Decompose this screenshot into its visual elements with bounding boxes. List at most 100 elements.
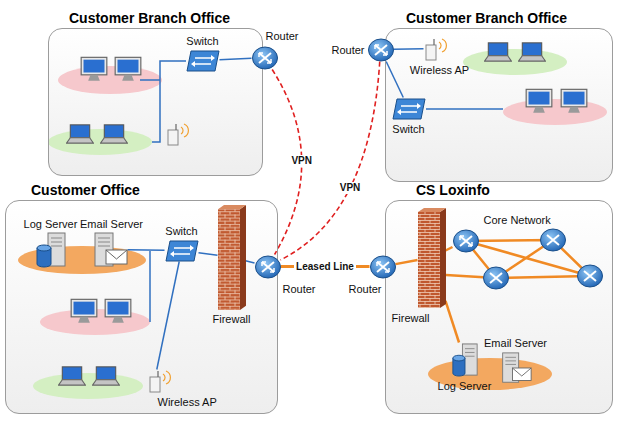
- device-label: Router: [331, 44, 364, 57]
- graphic-part: [195, 58, 211, 64]
- email-server-icon: [92, 232, 128, 268]
- graphic-part: [174, 248, 190, 254]
- site-region: Customer Branch OfficeRouterWireless APS…: [385, 28, 613, 182]
- router-node: Router: [255, 255, 281, 279]
- graphic-part: [48, 129, 152, 155]
- router-node: Router: [252, 46, 278, 70]
- graphic-part: [262, 262, 274, 272]
- graphic-part: [512, 368, 531, 376]
- switch-icon: [392, 98, 426, 120]
- graphic-part: [37, 245, 51, 251]
- device-label: Router: [348, 283, 381, 296]
- device-label: Core Network: [484, 214, 551, 227]
- network-link: [394, 48, 424, 50]
- device-label: Switch: [186, 35, 218, 48]
- graphic-part: [191, 55, 215, 67]
- graphic-part: [375, 45, 387, 55]
- graphic-part: [541, 229, 566, 251]
- router-node: Router: [370, 255, 396, 279]
- graphic-part: [163, 371, 170, 384]
- wireless-ap-icon: [424, 38, 438, 60]
- graphic-part: [259, 53, 271, 63]
- graphic-part: [106, 250, 127, 264]
- site-heading: Customer Branch Office: [406, 10, 567, 27]
- graphic-part: [175, 124, 176, 130]
- graphic-part: [526, 89, 552, 112]
- site-heading: CS Loxinfo: [416, 182, 490, 199]
- ap-node: Wireless AP: [424, 38, 438, 60]
- device-label: Email Server: [80, 218, 143, 231]
- network-link: [220, 58, 252, 60]
- device-label: Router: [283, 283, 316, 296]
- mailsrv-node: Email Server: [500, 352, 532, 384]
- device-label: Switch: [392, 123, 424, 136]
- graphic-part: [106, 250, 127, 259]
- site-heading: Customer Office: [31, 182, 140, 199]
- graphic-part: [519, 43, 546, 61]
- graphic-part: [385, 200, 613, 414]
- email-server-icon: [500, 352, 532, 384]
- device-label: Log Server: [24, 218, 78, 231]
- link-label: VPN: [338, 182, 363, 194]
- graphic-part: [377, 262, 389, 272]
- graphic-part: [503, 99, 607, 125]
- link-label: Leased Line: [294, 261, 356, 273]
- graphic-part: [51, 238, 62, 246]
- graphic-part: [426, 108, 503, 110]
- graphic-part: [98, 238, 110, 246]
- graphic-part: [157, 371, 158, 377]
- graphic-part: [240, 205, 246, 310]
- graphic-part: [255, 256, 280, 278]
- graphic-part: [370, 256, 395, 278]
- device-label: Router: [266, 30, 299, 43]
- graphic-part: [218, 209, 240, 310]
- graphic-part: [81, 57, 107, 80]
- wireless-ap-icon: [168, 124, 188, 145]
- log-server-icon: [452, 343, 478, 377]
- logsrv-node: Log Server: [36, 232, 66, 268]
- graphic-part: [561, 89, 587, 112]
- router-icon: [255, 255, 281, 279]
- graphic-part: [377, 262, 389, 272]
- graphic-part: [18, 246, 146, 274]
- graphic-part: [48, 28, 263, 176]
- graphic-part: [67, 125, 94, 143]
- pc-icons: [59, 43, 587, 385]
- graphic-part: [485, 43, 512, 61]
- graphic-part: [59, 367, 86, 385]
- device-label: Firewall: [213, 313, 251, 326]
- device-label: Log Server: [438, 380, 492, 393]
- graphic-part: [433, 39, 434, 45]
- firewall-node: Firewall: [218, 205, 246, 310]
- graphic-part: [252, 47, 277, 69]
- log-server-icon: [36, 232, 66, 268]
- vpn-link: [281, 62, 380, 260]
- switch-node: Switch: [186, 50, 220, 72]
- wireless-ap-icon: [148, 370, 162, 392]
- graphic-part: [505, 357, 516, 364]
- graphic-part: [101, 125, 128, 143]
- graphic-part: [512, 368, 531, 380]
- graphic-part: [463, 49, 567, 75]
- graphic-part: [368, 39, 393, 61]
- ap-node: Wireless AP: [148, 370, 162, 392]
- device-label: Wireless AP: [410, 64, 469, 77]
- site-region: Customer OfficeLog ServerEmail ServerSwi…: [5, 200, 278, 414]
- device-label: Wireless AP: [158, 396, 217, 409]
- graphic-part: [418, 212, 440, 308]
- graphic-part: [426, 45, 436, 60]
- graphic-part: [453, 230, 478, 252]
- graphic-part: [140, 61, 186, 142]
- graphic-part: [93, 367, 120, 385]
- site-heading: Customer Branch Office: [69, 10, 230, 27]
- lan-wires: [140, 61, 503, 322]
- graphic-part: [440, 208, 446, 308]
- network-link: [128, 249, 165, 251]
- graphic-part: [452, 355, 464, 361]
- graphic-part: [460, 236, 472, 246]
- graphic-part: [33, 373, 143, 399]
- graphic-part: [385, 28, 613, 182]
- graphic-part: [465, 348, 475, 356]
- graphic-part: [401, 106, 417, 112]
